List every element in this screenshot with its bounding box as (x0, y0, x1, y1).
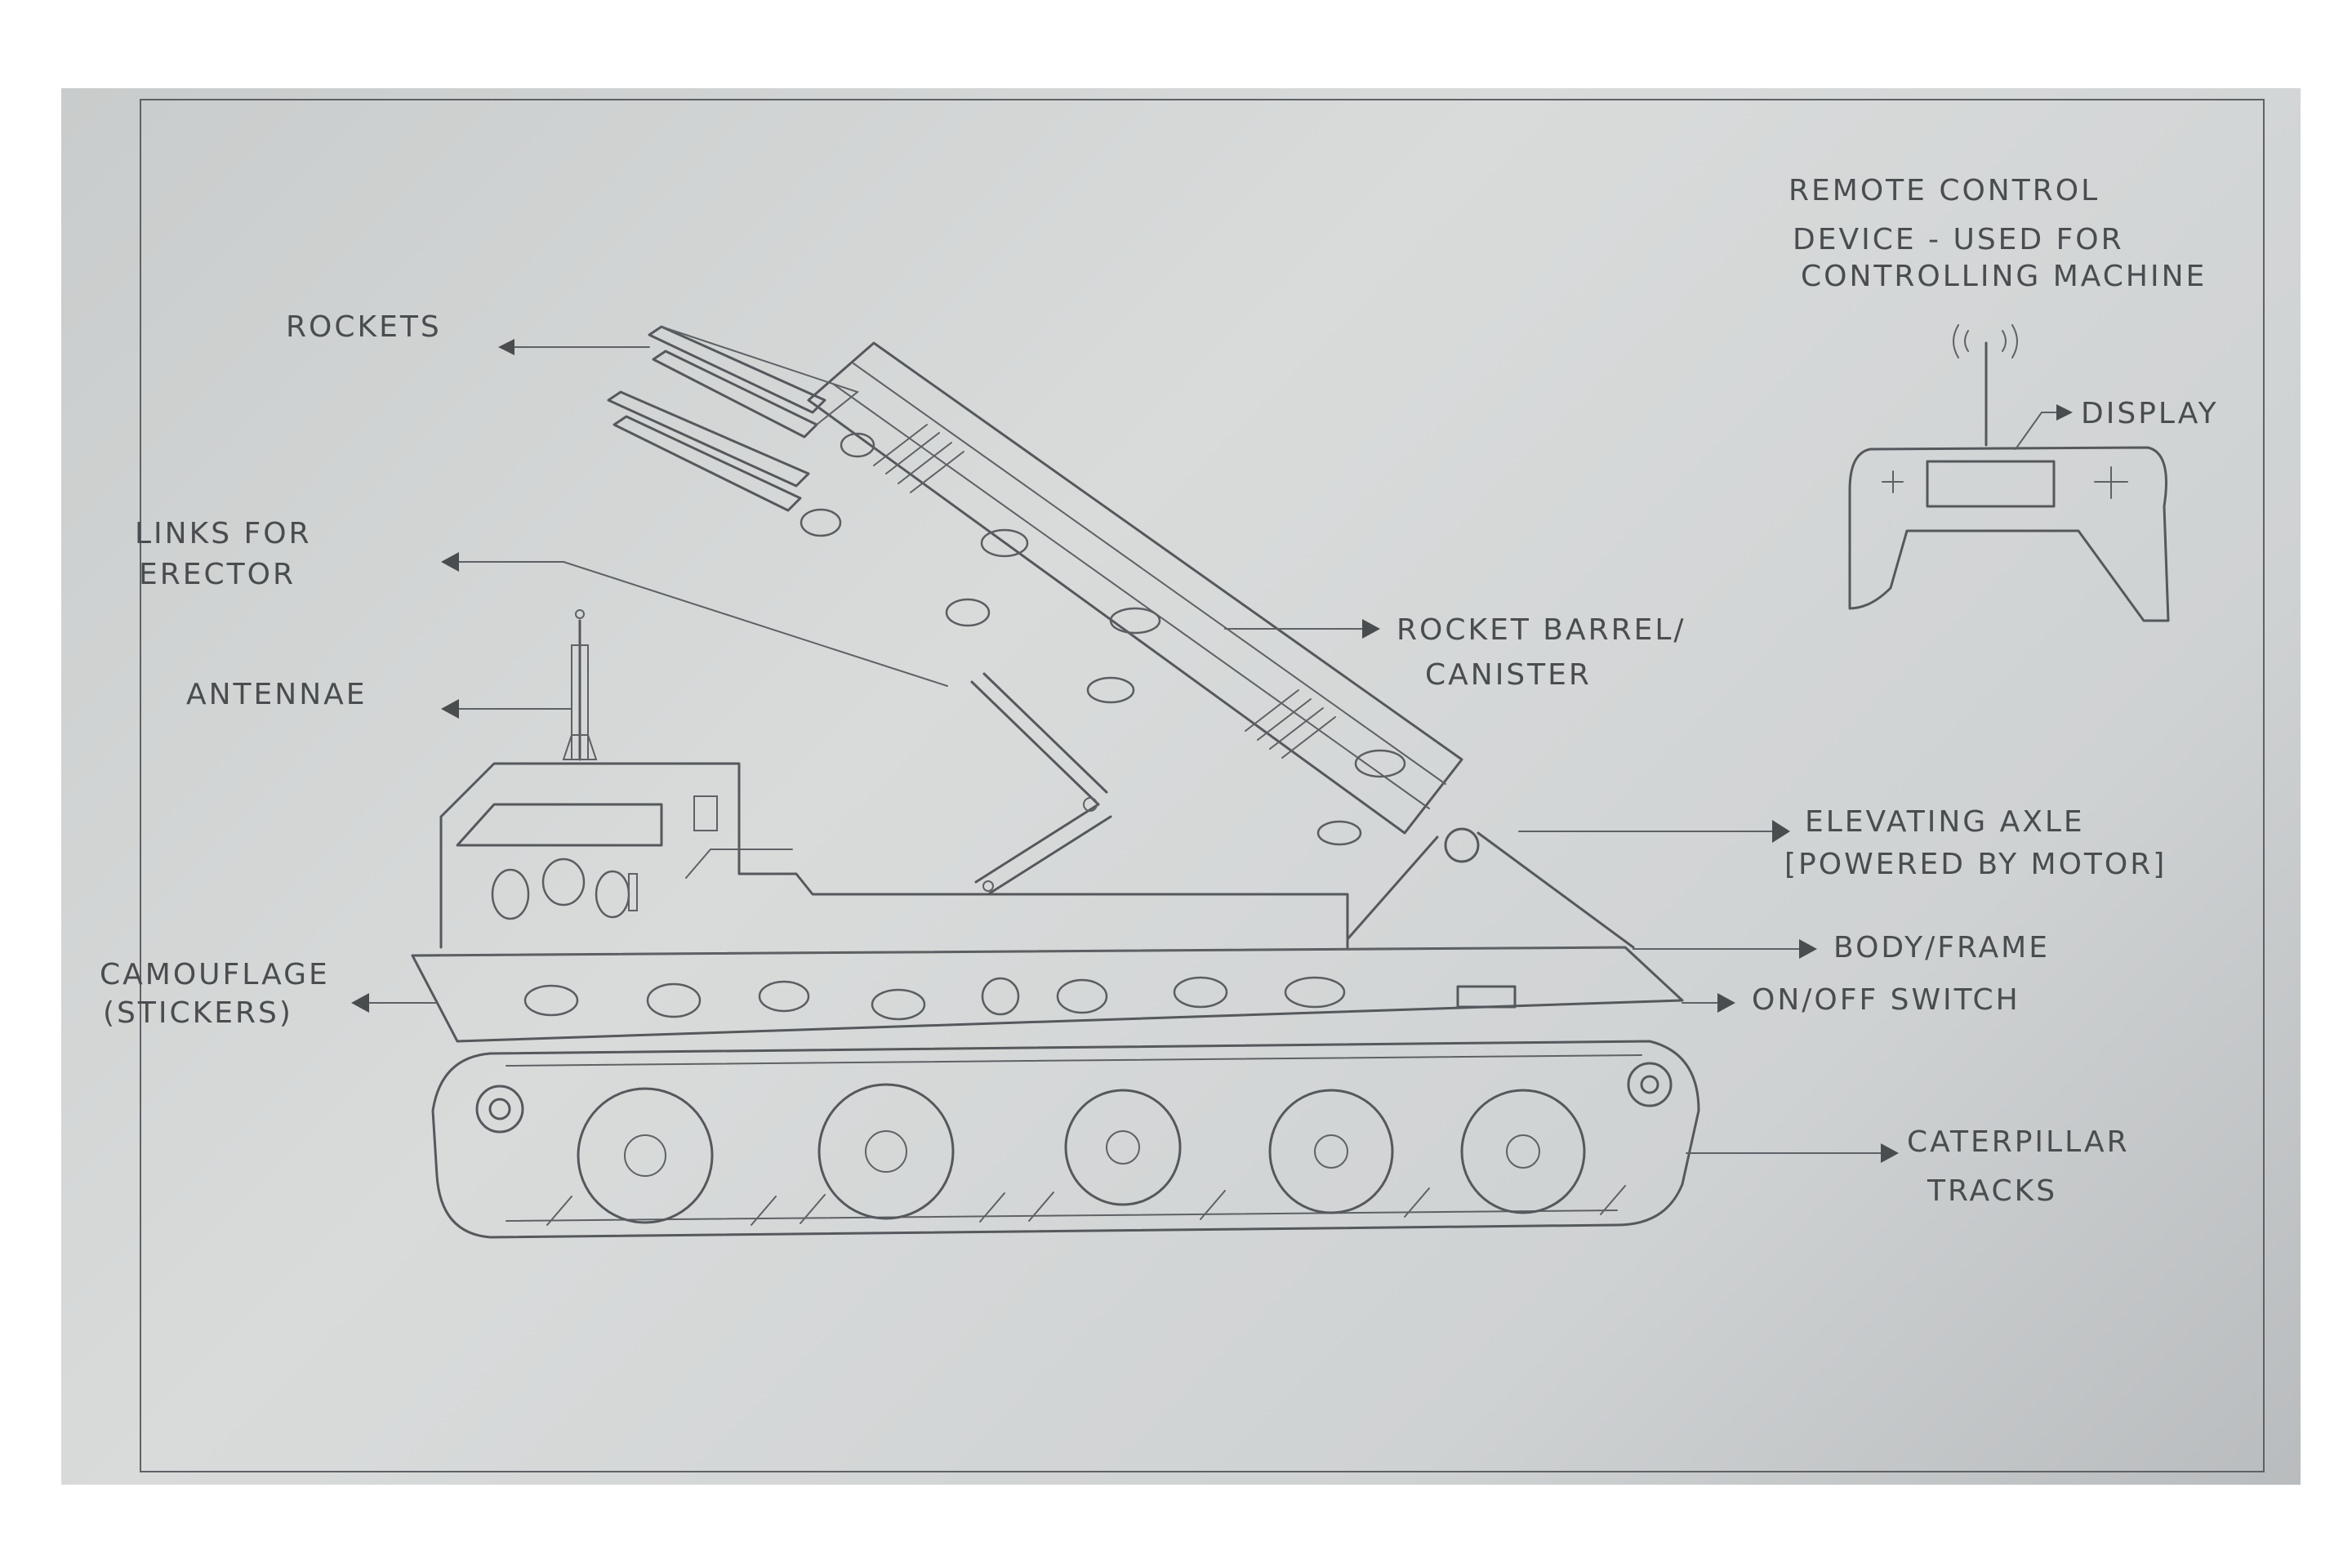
label-rocket-barrel-line1: ROCKET BARREL/ (1396, 613, 1686, 647)
rocket-launcher-drawing (412, 327, 1699, 1237)
label-antennae: ANTENNAE (186, 678, 368, 711)
label-rocket-barrel-line2: CANISTER (1425, 658, 1592, 692)
label-remote-line1: REMOTE CONTROL (1788, 174, 2100, 207)
caterpillar-tracks (433, 1041, 1699, 1237)
labels: ROCKETS LINKS FOR ERECTOR ANTENNAE CAMOU… (100, 174, 2219, 1208)
antenna-mast (564, 610, 596, 760)
rockets (608, 327, 858, 510)
erector-links (972, 674, 1111, 894)
body-frame (412, 947, 1682, 1041)
remote-control-drawing (1850, 325, 2168, 621)
label-remote-line3: CONTROLLING MACHINE (1801, 260, 2207, 293)
label-on-off-switch: ON/OFF SWITCH (1752, 983, 2020, 1017)
vehicle-cab (441, 764, 1348, 947)
label-rockets: ROCKETS (286, 310, 442, 344)
label-camouflage-line2: (STICKERS) (103, 996, 293, 1030)
label-caterpillar-line2: TRACKS (1927, 1174, 2057, 1208)
display-screen (1927, 461, 2054, 506)
on-off-switch (1458, 987, 1515, 1007)
label-body-frame: BODY/FRAME (1833, 931, 2050, 964)
rocket-canister (801, 343, 1462, 844)
label-remote-line2: DEVICE - USED FOR (1793, 223, 2124, 256)
label-links-line2: ERECTOR (139, 558, 296, 591)
label-links-line1: LINKS FOR (135, 517, 312, 550)
elevating-axle (1348, 829, 1633, 947)
leader-arrows (351, 339, 2073, 1163)
label-caterpillar-line1: CATERPILLAR (1907, 1125, 2130, 1159)
label-camouflage-line1: CAMOUFLAGE (100, 958, 330, 991)
label-display: DISPLAY (2081, 397, 2219, 430)
label-elevating-line1: ELEVATING AXLE (1805, 805, 2085, 839)
sheet-border (140, 100, 2264, 1472)
label-elevating-line2: [POWERED BY MOTOR] (1784, 848, 2167, 881)
